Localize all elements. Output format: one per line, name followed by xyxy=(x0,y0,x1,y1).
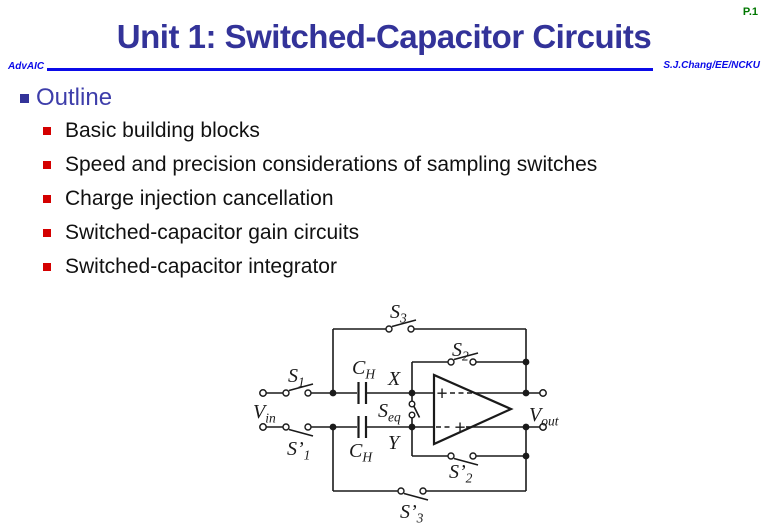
label-s2-prime: S’2 xyxy=(449,461,473,486)
outline-list: Basic building blocks Speed and precisio… xyxy=(43,114,597,284)
opamp: + + xyxy=(432,373,514,446)
vin-minus-terminal xyxy=(259,423,267,431)
circuit-wires xyxy=(266,328,540,492)
label-vin: Vin xyxy=(253,401,276,426)
switch-s3-prime xyxy=(397,487,429,501)
list-item: Basic building blocks xyxy=(43,114,597,148)
course-code: AdvAIC xyxy=(8,61,45,72)
switch-seq xyxy=(408,400,421,419)
square-bullet-icon xyxy=(43,263,51,271)
switch-s1 xyxy=(282,383,314,397)
square-bullet-icon xyxy=(43,229,51,237)
square-bullet-icon xyxy=(43,195,51,203)
header-rule xyxy=(47,68,653,71)
switch-s2-prime xyxy=(447,452,479,466)
opamp-noninverting-input-sign: + xyxy=(436,384,447,405)
label-node-x: X xyxy=(387,368,401,390)
label-s3-prime: S’3 xyxy=(400,501,424,526)
junction-dots xyxy=(329,358,530,460)
outline-heading-label: Outline xyxy=(36,84,113,111)
list-item-label: Switched-capacitor integrator xyxy=(65,255,337,278)
list-item-label: Basic building blocks xyxy=(65,119,260,142)
label-node-y: Y xyxy=(388,432,401,454)
switched-capacitor-circuit-diagram: + + S3 S2 S1 S’1 S’2 S’3 Seq CH CH X Y V… xyxy=(253,301,560,526)
label-vout: Vout xyxy=(529,404,560,429)
list-item-label: Switched-capacitor gain circuits xyxy=(65,221,360,244)
label-ch-top: CH xyxy=(352,357,376,382)
label-seq: Seq xyxy=(378,400,401,425)
list-item-label: Speed and precision considerations of sa… xyxy=(65,153,598,176)
vin-plus-terminal xyxy=(259,389,267,397)
switch-s1-prime xyxy=(282,423,314,437)
square-bullet-icon xyxy=(20,93,29,103)
list-item: Switched-capacitor integrator xyxy=(43,250,597,284)
slide-title: Unit 1: Switched-Capacitor Circuits xyxy=(116,18,652,55)
label-s1: S1 xyxy=(288,365,305,390)
list-item-label: Charge injection cancellation xyxy=(65,187,334,210)
list-item: Speed and precision considerations of sa… xyxy=(43,148,597,182)
label-s2: S2 xyxy=(452,339,469,364)
switch-s3 xyxy=(385,319,417,333)
label-s3: S3 xyxy=(390,301,407,326)
label-s1-prime: S’1 xyxy=(287,438,310,463)
page-number: P.1 xyxy=(742,6,758,18)
vout-minus-terminal xyxy=(539,423,547,431)
author-credit: S.J.Chang/EE/NCKU xyxy=(663,60,760,71)
label-ch-bottom: CH xyxy=(349,440,373,465)
square-bullet-icon xyxy=(43,127,51,135)
outline-heading: Outline xyxy=(20,84,112,112)
list-item: Charge injection cancellation xyxy=(43,182,597,216)
vout-plus-terminal xyxy=(539,389,547,397)
capacitor-ch-top xyxy=(357,382,368,404)
list-item: Switched-capacitor gain circuits xyxy=(43,216,597,250)
square-bullet-icon xyxy=(43,161,51,169)
capacitor-ch-bottom xyxy=(357,416,368,438)
opamp-noninverting-output-sign: + xyxy=(454,418,465,439)
switch-s2 xyxy=(447,352,479,366)
